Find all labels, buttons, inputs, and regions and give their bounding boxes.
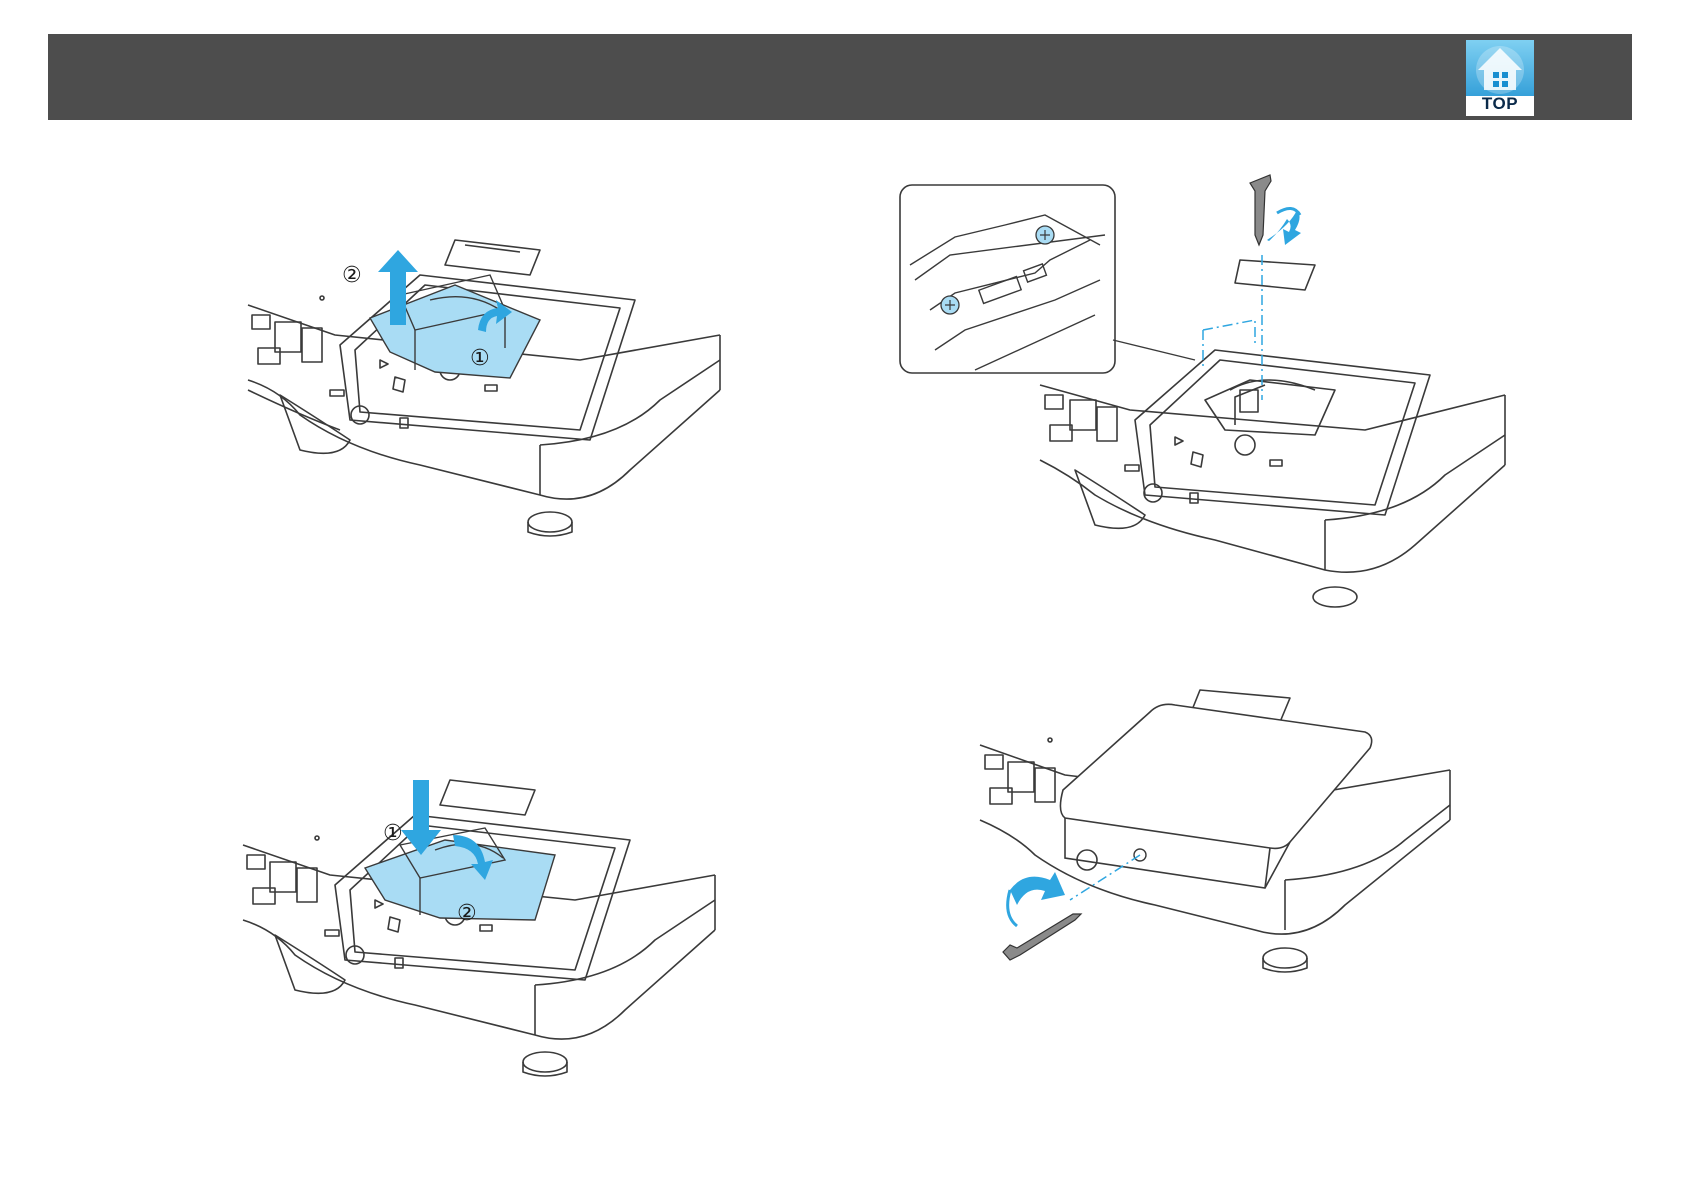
callout-step-2: ② — [457, 901, 477, 926]
projector-illustration: ① ② — [235, 780, 725, 1100]
callout-step-2: ② — [342, 263, 362, 288]
screwdriver-icon — [1003, 914, 1081, 960]
projector-illustration: ② ① — [240, 240, 730, 560]
figure-attach-lamp-cover — [975, 690, 1465, 990]
page-header-bar — [48, 34, 1632, 120]
callout-step-1: ① — [383, 821, 403, 846]
callout-step-1: ① — [470, 346, 490, 371]
rotate-arrow-icon — [1008, 872, 1065, 926]
projector-illustration — [895, 175, 1515, 595]
figure-loosen-lamp-screws — [895, 175, 1515, 595]
screwdriver-icon — [1250, 175, 1271, 245]
lamp-cover — [1060, 704, 1371, 888]
figure-insert-lamp: ① ② — [235, 780, 725, 1100]
projector-illustration — [975, 690, 1465, 990]
rotate-arrow-icon — [1267, 208, 1301, 245]
detail-inset — [900, 185, 1115, 373]
top-button[interactable]: TOP — [1466, 40, 1534, 116]
figure-remove-lamp: ② ① — [240, 240, 730, 560]
top-button-label: TOP — [1466, 94, 1534, 114]
